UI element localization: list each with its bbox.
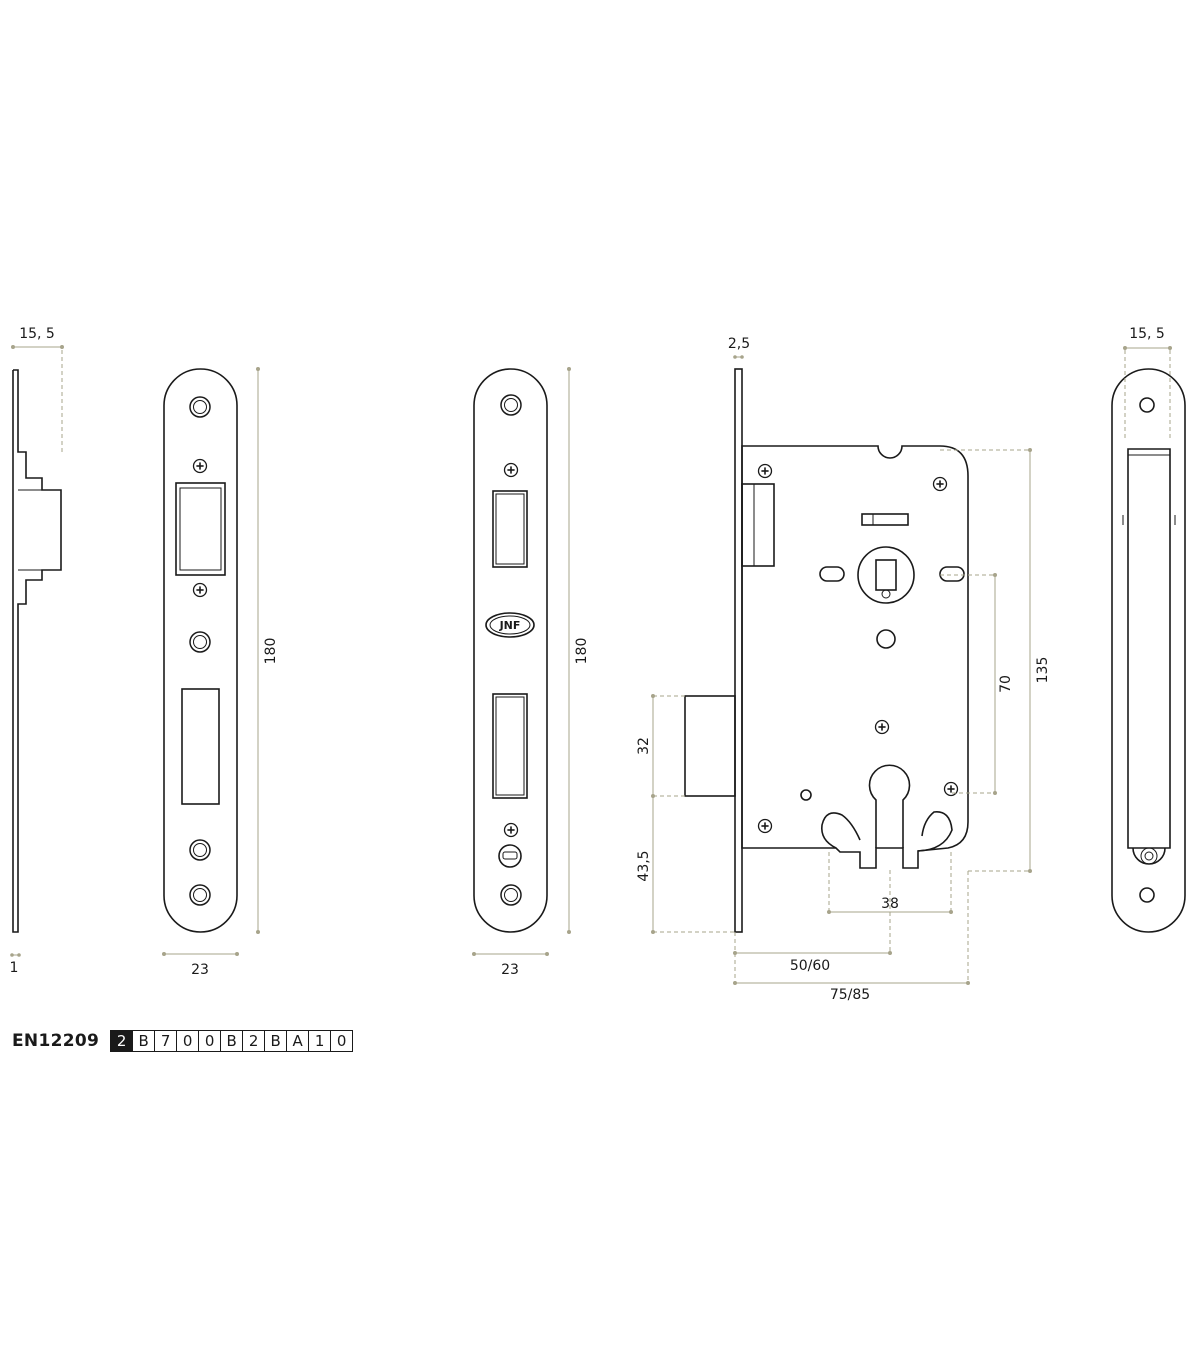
dim-faceplate-side-depth: 15, 5 bbox=[19, 326, 55, 342]
phillips-screw-icon bbox=[943, 781, 959, 797]
faceplate-side-view: 15, 5 1 bbox=[10, 326, 64, 976]
dim-cylinder-width: 38 bbox=[881, 896, 899, 912]
code-cell-8: A bbox=[286, 1031, 308, 1051]
dim-faceplate-thickness: 1 bbox=[10, 960, 19, 976]
phillips-screw-icon bbox=[757, 818, 773, 834]
code-cell-3: 0 bbox=[176, 1031, 198, 1051]
mounting-hole-icon bbox=[500, 884, 522, 906]
phillips-screw-icon bbox=[932, 476, 948, 492]
standard-label: EN12209 bbox=[12, 1031, 100, 1051]
mounting-hole-icon bbox=[189, 396, 211, 418]
code-cell-4: 0 bbox=[198, 1031, 220, 1051]
mounting-hole-icon bbox=[189, 631, 211, 653]
jnf-logo: JNF bbox=[499, 619, 521, 632]
dim-strike-width: 23 bbox=[191, 962, 209, 978]
cylinder-keyhole-icon bbox=[868, 764, 911, 848]
code-cell-6: 2 bbox=[242, 1031, 264, 1051]
phillips-screw-icon bbox=[874, 719, 890, 735]
dim-latch-height: 32 bbox=[636, 737, 652, 755]
phillips-screw-icon bbox=[192, 458, 208, 474]
dim-backset: 50/60 bbox=[790, 958, 830, 974]
right-side-view: 15, 5 bbox=[1111, 326, 1186, 933]
phillips-screw-icon bbox=[503, 822, 519, 838]
dim-latch-to-bottom: 43,5 bbox=[636, 850, 652, 881]
code-cell-2: 7 bbox=[154, 1031, 176, 1051]
code-cell-5: B bbox=[220, 1031, 242, 1051]
code-cell-1: B bbox=[132, 1031, 154, 1051]
mounting-hole-icon bbox=[189, 839, 211, 861]
code-cell-9: 1 bbox=[308, 1031, 330, 1051]
dim-case-height: 135 bbox=[1035, 657, 1051, 684]
lock-case-view: 2,5 32 bbox=[636, 336, 1051, 1003]
dim-case-depth: 75/85 bbox=[830, 987, 870, 1003]
strike-plate-view: 180 23 bbox=[162, 367, 279, 978]
dim-right-side-depth: 15, 5 bbox=[1129, 326, 1165, 342]
phillips-screw-icon bbox=[503, 462, 519, 478]
code-cell-0: 2 bbox=[111, 1031, 133, 1051]
mounting-hole-icon bbox=[500, 394, 522, 416]
dim-front-width: 23 bbox=[501, 962, 519, 978]
dim-center-distance: 70 bbox=[998, 675, 1014, 693]
dim-strike-length: 180 bbox=[263, 638, 279, 665]
mounting-hole-icon bbox=[189, 884, 211, 906]
front-plate-view: JNF 180 23 bbox=[472, 367, 590, 978]
phillips-screw-icon bbox=[757, 463, 773, 479]
code-cell-7: B bbox=[264, 1031, 286, 1051]
code-cell-10: 0 bbox=[330, 1031, 352, 1051]
phillips-screw-icon bbox=[192, 582, 208, 598]
dim-plate-thickness: 2,5 bbox=[728, 336, 750, 352]
dim-front-length: 180 bbox=[574, 638, 590, 665]
